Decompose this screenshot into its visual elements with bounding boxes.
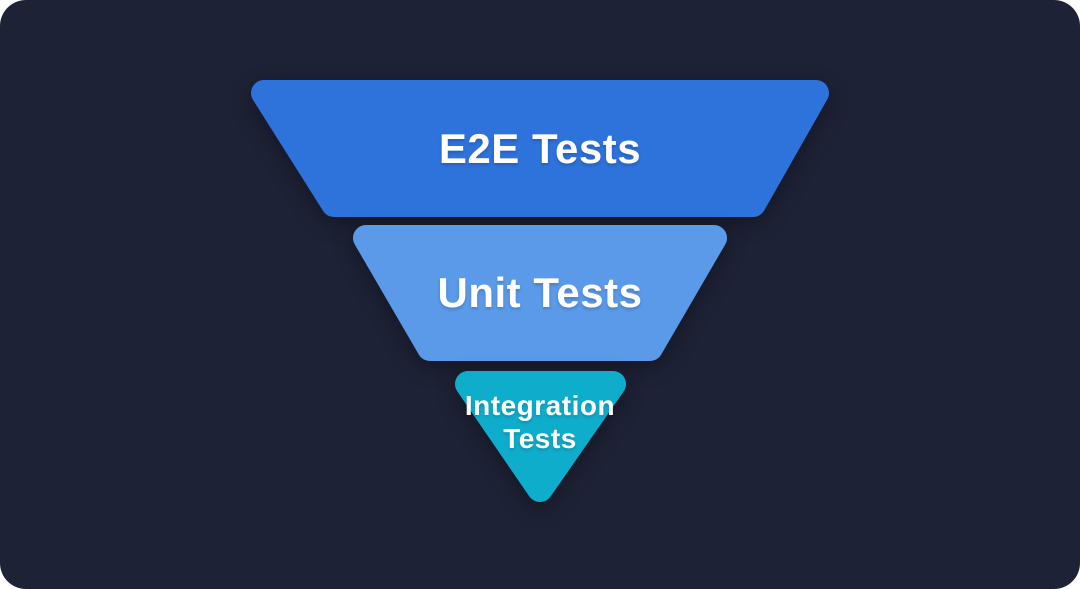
funnel-layer-unit-shape bbox=[353, 225, 727, 361]
funnel-layer-integration-shape bbox=[455, 371, 626, 502]
funnel-layer-e2e-shape bbox=[251, 80, 829, 217]
